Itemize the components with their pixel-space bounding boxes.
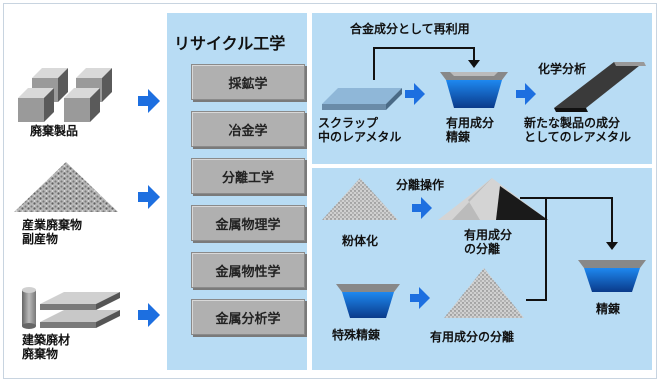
metal-analysis-button[interactable]: 金属分析学 (191, 299, 305, 335)
scrap-rare-metal-label: スクラップ 中のレアメタル (318, 116, 402, 145)
arrow-right-icon (516, 83, 536, 105)
reuse-loop-line (373, 47, 475, 80)
waste-products-label: 廃棄製品 (30, 124, 79, 138)
metal-ingot-icon (554, 62, 646, 112)
rubble-pile-icon (14, 162, 118, 212)
arrow-right-icon (138, 89, 160, 113)
scrap-plate-icon (322, 88, 402, 110)
arrow-right-icon (412, 197, 432, 219)
recycling-engineering-title: リサイクル工学 (174, 34, 286, 53)
special-refining-label: 特殊精錬 (332, 328, 381, 342)
cubes-icon (18, 68, 112, 122)
metal-physics-button[interactable]: 金属物理学 (191, 205, 305, 241)
chemical-analysis-label: 化学分析 (538, 62, 587, 76)
crucible-icon (440, 72, 508, 108)
metal-properties-button[interactable]: 金属物性学 (191, 252, 305, 288)
arrow-right-icon (138, 185, 160, 209)
arrow-right-icon (405, 83, 425, 105)
separation-engineering-button[interactable]: 分離工学 (191, 158, 305, 194)
process-line (526, 198, 547, 301)
construction-waste-label: 建築廃材 廃棄物 (22, 333, 71, 362)
useful-component-separation-label: 有用成分 の分離 (464, 228, 513, 257)
special-crucible-icon (336, 284, 400, 318)
process-line (520, 197, 613, 244)
separation-pile-icon (438, 178, 548, 220)
arrow-down-icon (606, 242, 618, 250)
crucible-icon (578, 260, 646, 292)
powder-pile-icon (322, 178, 398, 220)
mining-button[interactable]: 採鉱学 (191, 64, 305, 100)
building-material-icon (22, 287, 120, 329)
useful-component-separation2-label: 有用成分の分離 (430, 330, 515, 344)
metallurgy-button[interactable]: 冶金学 (191, 111, 305, 147)
reuse-as-alloy-label: 合金成分として再利用 (350, 22, 470, 36)
useful-component-refining-label: 有用成分 精錬 (446, 116, 495, 145)
separation-operation-label: 分離操作 (396, 178, 445, 192)
arrow-right-icon (410, 287, 430, 309)
pulverization-label: 粉体化 (342, 234, 379, 248)
arrow-down-icon (468, 60, 480, 68)
refining-label: 精錬 (596, 302, 621, 316)
industrial-waste-label: 産業廃棄物 副産物 (22, 218, 83, 247)
new-product-component-label: 新たな製品の成分 としてのレアメタル (524, 116, 632, 145)
fine-particle-pile-icon (444, 268, 524, 318)
arrow-right-icon (138, 303, 160, 327)
